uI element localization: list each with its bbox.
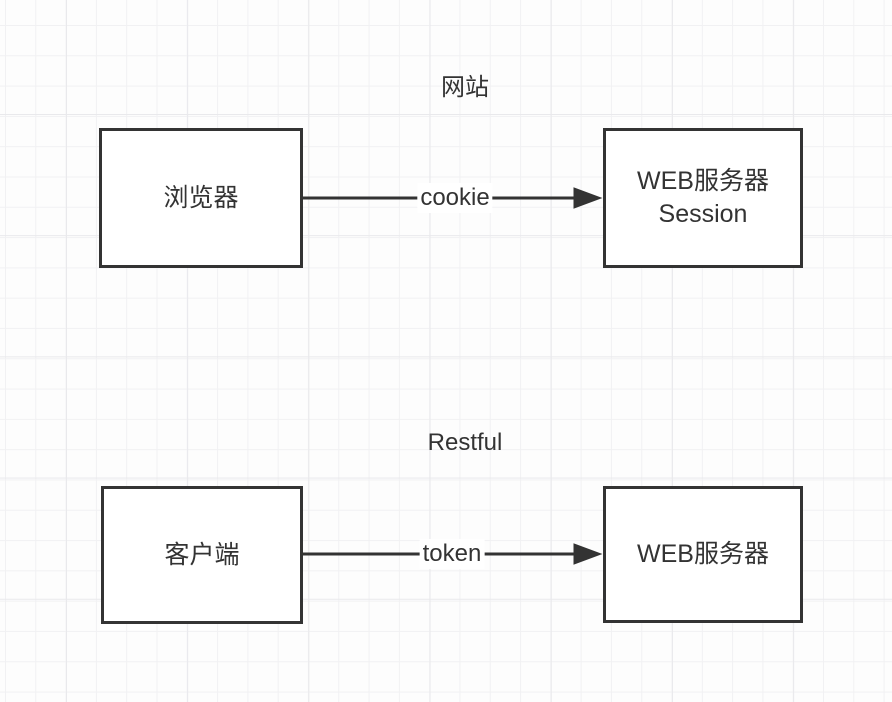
web-server-session-box: WEB服务器 Session [603, 128, 803, 268]
cookie-edge-label: cookie [417, 183, 493, 213]
client-box-label: 客户端 [164, 540, 240, 569]
flow2-title: Restful [427, 429, 503, 456]
cookie-arrowhead-icon [573, 187, 603, 209]
token-arrowhead-icon [573, 543, 603, 565]
client-box: 客户端 [101, 486, 303, 624]
flow1-title: 网站 [441, 74, 489, 101]
browser-box: 浏览器 [99, 128, 303, 268]
web-server-box-label: WEB服务器 [637, 540, 769, 568]
token-edge-label: token [419, 539, 485, 569]
browser-box-label: 浏览器 [163, 183, 239, 212]
web-server-session-box-label-line2: Session [658, 200, 748, 228]
web-server-box: WEB服务器 [603, 486, 803, 623]
web-server-session-box-label-line1: WEB服务器 [637, 167, 769, 195]
